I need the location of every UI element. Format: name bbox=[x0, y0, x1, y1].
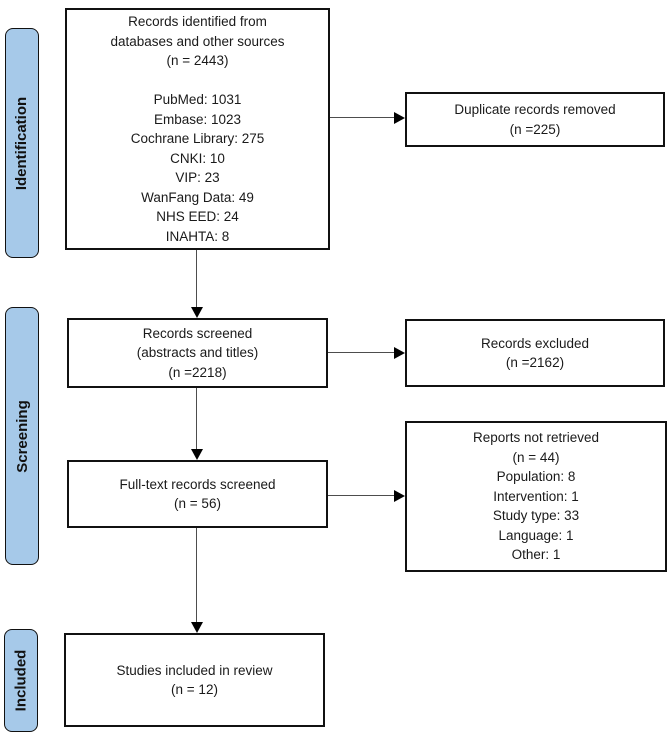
blank-line bbox=[67, 71, 328, 91]
records-identified-title-line: Records identified from bbox=[128, 14, 267, 29]
arrowhead-right-icon bbox=[394, 347, 405, 359]
records-screened-lines: Records screened (abstracts and titles) (n… bbox=[69, 324, 326, 383]
text-line: (n =225) bbox=[509, 121, 561, 137]
text-line: (abstracts and titles) bbox=[136, 345, 259, 361]
box-studies-included: Studies included in review (n = 12) bbox=[64, 633, 325, 727]
connector-line bbox=[196, 388, 197, 450]
text-line: Records excluded bbox=[480, 335, 590, 351]
source-count-line: PubMed: 1031 bbox=[153, 92, 242, 107]
box-duplicates-removed: Duplicate records removed (n =225) bbox=[405, 92, 665, 147]
fulltext-screened-lines: Full-text records screened (n = 56) bbox=[69, 475, 326, 514]
source-count-line: INAHTA: 8 bbox=[165, 228, 230, 244]
text-line: Records screened bbox=[142, 325, 253, 341]
records-excluded-lines: Records excluded (n =2162) bbox=[407, 334, 663, 373]
text-line: (n = 56) bbox=[174, 496, 221, 511]
box-fulltext-screened: Full-text records screened (n = 56) bbox=[67, 460, 328, 528]
duplicates-removed-lines: Duplicate records removed (n =225) bbox=[407, 100, 663, 139]
text-line: (n = 44) bbox=[512, 449, 560, 465]
connector-line bbox=[330, 117, 395, 118]
phase-screening-label: Screening bbox=[13, 399, 31, 473]
text-line: Language: 1 bbox=[498, 527, 574, 543]
box-records-excluded: Records excluded (n =2162) bbox=[405, 319, 665, 387]
arrowhead-right-icon bbox=[394, 112, 405, 124]
records-identified-title-line: databases and other sources bbox=[110, 33, 285, 49]
connector-line bbox=[328, 352, 395, 353]
box-records-screened: Records screened (abstracts and titles) (n… bbox=[67, 318, 328, 388]
text-line: Intervention: 1 bbox=[493, 488, 579, 504]
phase-identification: Identification bbox=[5, 28, 39, 258]
source-count-line: VIP: 23 bbox=[175, 170, 220, 185]
text-line: Full-text records screened bbox=[119, 476, 276, 492]
connector-line bbox=[328, 495, 395, 496]
text-line: Study type: 33 bbox=[492, 508, 580, 524]
source-count-line: NHS EED: 24 bbox=[156, 209, 239, 224]
phase-screening: Screening bbox=[5, 307, 39, 565]
text-line: Population: 8 bbox=[496, 469, 576, 485]
arrowhead-down-icon bbox=[191, 449, 203, 460]
text-line: Reports not retrieved bbox=[472, 430, 600, 446]
phase-included: Included bbox=[4, 629, 38, 732]
source-count-line: WanFang Data: 49 bbox=[141, 189, 254, 205]
source-count-line: Embase: 1023 bbox=[153, 111, 242, 127]
text-line: Studies included in review bbox=[116, 662, 273, 678]
text-line: Other: 1 bbox=[511, 547, 561, 563]
arrowhead-down-icon bbox=[191, 622, 203, 633]
text-line: (n =2162) bbox=[505, 355, 565, 370]
arrowhead-right-icon bbox=[394, 490, 405, 502]
connector-line bbox=[196, 250, 197, 308]
arrowhead-down-icon bbox=[191, 307, 203, 318]
source-count-line: CNKI: 10 bbox=[170, 150, 225, 166]
studies-included-lines: Studies included in review (n = 12) bbox=[66, 661, 323, 700]
phase-identification-label: Identification bbox=[13, 96, 31, 190]
connector-line bbox=[196, 528, 197, 623]
records-identified-count: (n = 2443) bbox=[166, 53, 229, 68]
text-line: (n =2218) bbox=[168, 364, 227, 380]
box-reports-not-retrieved: Reports not retrieved (n = 44) Population:… bbox=[405, 421, 667, 572]
box-records-identified: Records identified from databases and ot… bbox=[65, 8, 330, 250]
text-line: (n = 12) bbox=[171, 682, 218, 697]
text-line: Duplicate records removed bbox=[454, 102, 616, 117]
phase-included-label: Included bbox=[12, 649, 30, 712]
source-count-line: Cochrane Library: 275 bbox=[130, 131, 265, 146]
reports-not-retrieved-lines: Reports not retrieved (n = 44) Population:… bbox=[407, 428, 665, 565]
